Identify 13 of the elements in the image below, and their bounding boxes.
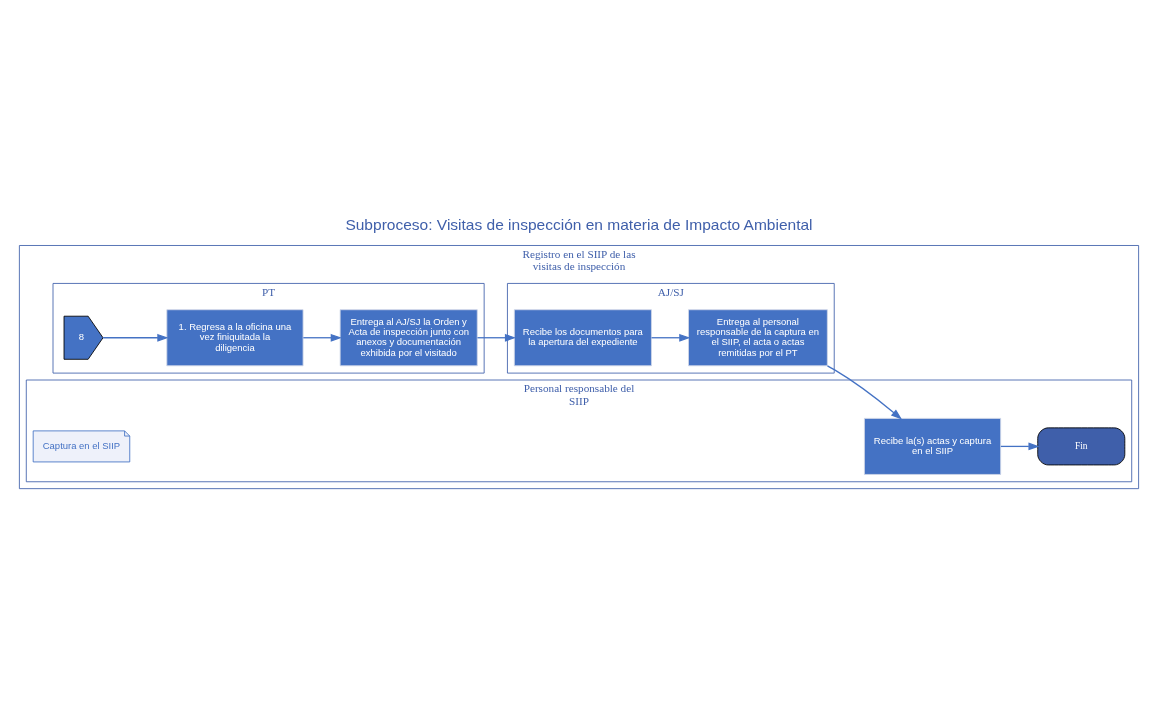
node-box: 1. Regresa a la oficina una vez finiquitada la diligencia	[166, 308, 304, 366]
node-box: Recibe los documentos para la apertura del expediente	[513, 308, 652, 366]
node-box: Recibe la(s) actas y captura en el SIIP	[864, 417, 1002, 475]
arrow	[102, 333, 169, 342]
arrow	[476, 333, 517, 342]
node-box: Fin	[1037, 426, 1126, 465]
arrow	[1000, 441, 1040, 450]
diagram-title: Subproceso: Visitas de inspección en materia de Impacto Ambiental	[345, 215, 813, 233]
arrow	[826, 364, 903, 420]
arrow	[650, 333, 691, 342]
arrow	[302, 333, 342, 342]
node-box: Entrega al personal responsable de la captura en el SIIP, el acta o actas remitidas por el PT	[688, 308, 828, 366]
node-box: Entrega al AJ/SJ la Orden y Acta de inspección junto con anexos y documentación exhibida por el visitado	[339, 308, 478, 366]
